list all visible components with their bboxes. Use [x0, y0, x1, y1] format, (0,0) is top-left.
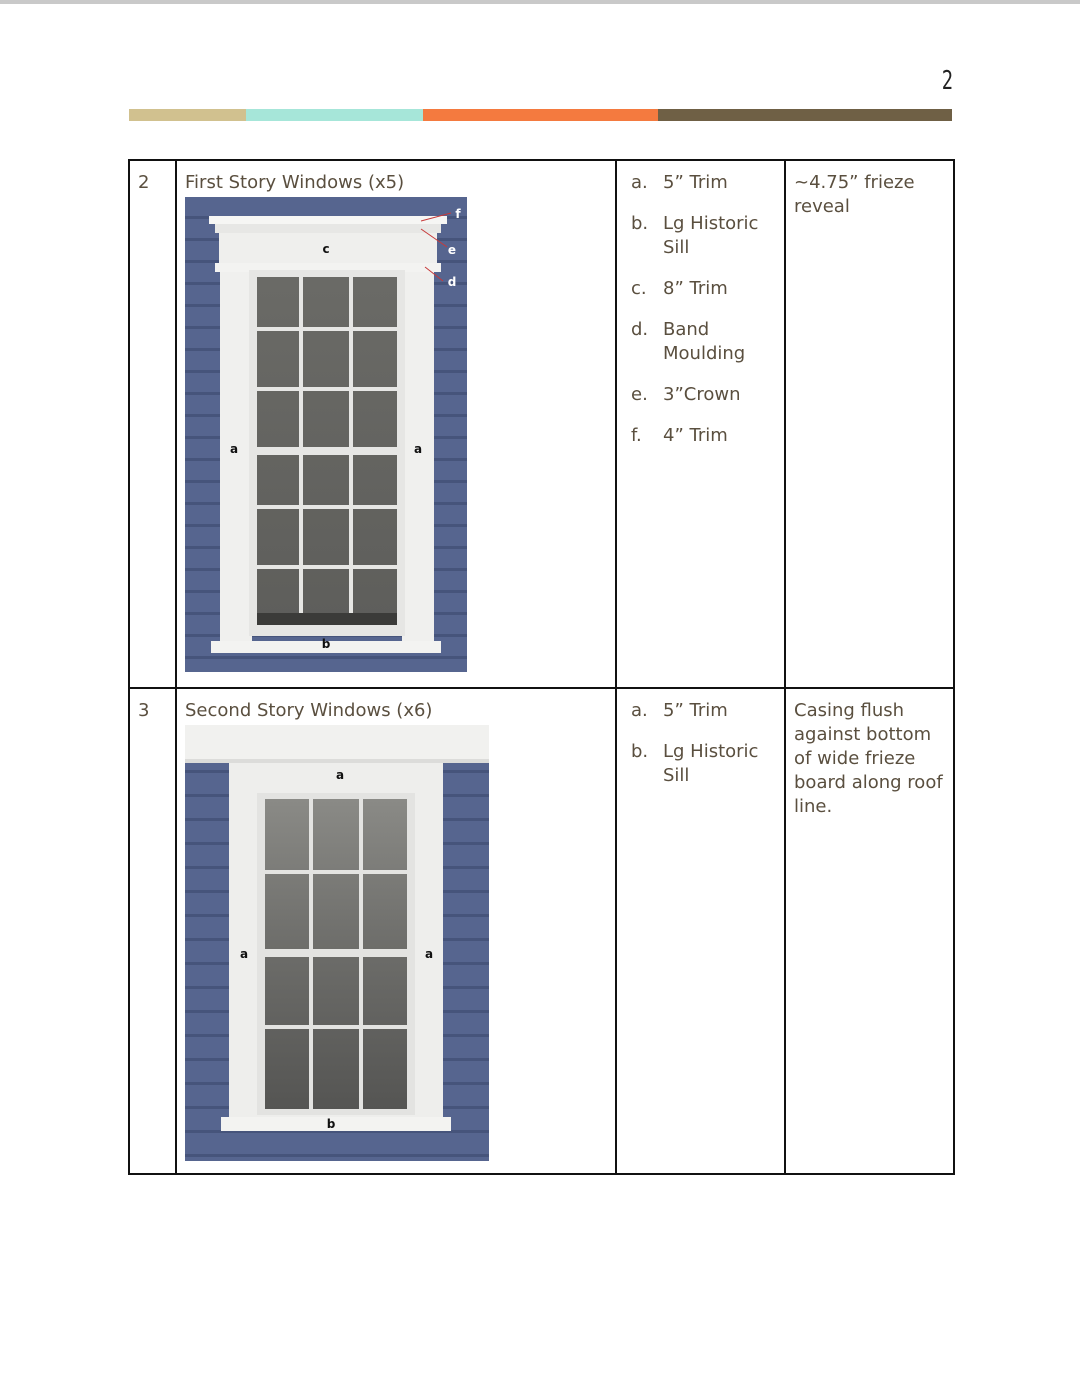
list-marker: a. — [631, 700, 648, 721]
list-text: Lg Historic Sill — [663, 213, 759, 258]
callout-label: e — [448, 243, 456, 257]
list-marker: a. — [631, 172, 648, 193]
first-story-window-image: f e c d a a b — [185, 197, 467, 672]
list-text: 5” Trim — [663, 700, 728, 721]
callout-label: f — [455, 207, 461, 221]
list-item: d. Band Moulding — [631, 318, 776, 366]
table-row: 2 First Story Windows (x5) — [128, 159, 955, 689]
callout-label: b — [327, 1117, 336, 1131]
color-bar-segment — [423, 109, 658, 121]
list-text: 5” Trim — [663, 172, 728, 193]
parts-list-cell: a. 5” Trim b. Lg Historic Sill c. 8” Trim d… — [615, 159, 786, 689]
row-title-cell: First Story Windows (x5) — [175, 159, 617, 689]
top-rule — [0, 0, 1080, 4]
second-story-window-image: a a a b — [185, 725, 489, 1161]
list-marker: b. — [631, 213, 649, 234]
callout-label: a — [425, 947, 433, 961]
list-item: a. 5” Trim — [631, 171, 776, 195]
table-row: 3 Second Story Windows (x6) — [128, 687, 955, 1175]
list-item: c. 8” Trim — [631, 277, 776, 301]
parts-list-cell: a. 5” Trim b. Lg Historic Sill — [615, 687, 786, 1175]
row-number: 2 — [128, 159, 177, 689]
note-cell: Casing flush against bottom of wide frie… — [784, 687, 955, 1175]
callout-label: d — [448, 275, 457, 289]
list-marker: d. — [631, 319, 649, 340]
list-text: Band Moulding — [663, 319, 746, 364]
color-bar-segment — [658, 109, 952, 121]
callout-label: a — [240, 947, 248, 961]
row-title: Second Story Windows (x6) — [185, 700, 433, 721]
list-item: e. 3”Crown — [631, 383, 776, 407]
note-cell: ~4.75” frieze reveal — [784, 159, 955, 689]
list-text: 4” Trim — [663, 425, 728, 446]
list-text: 3”Crown — [663, 384, 741, 405]
list-marker: e. — [631, 384, 648, 405]
list-marker: f. — [631, 425, 642, 446]
parts-list: a. 5” Trim b. Lg Historic Sill — [631, 699, 776, 788]
parts-list: a. 5” Trim b. Lg Historic Sill c. 8” Trim d… — [631, 171, 776, 448]
list-text: Lg Historic Sill — [663, 741, 759, 786]
list-marker: b. — [631, 741, 649, 762]
callout-label: b — [322, 637, 331, 651]
color-bar — [129, 109, 952, 121]
callout-label: c — [322, 242, 329, 256]
list-text: 8” Trim — [663, 278, 728, 299]
list-marker: c. — [631, 278, 647, 299]
callout-label: a — [414, 442, 422, 456]
list-item: b. Lg Historic Sill — [631, 740, 776, 788]
callout-label: a — [230, 442, 238, 456]
list-item: f. 4” Trim — [631, 424, 776, 448]
list-item: a. 5” Trim — [631, 699, 776, 723]
row-title: First Story Windows (x5) — [185, 172, 405, 193]
color-bar-segment — [246, 109, 423, 121]
window-spec-table: 2 First Story Windows (x5) — [128, 159, 955, 1175]
row-title-cell: Second Story Windows (x6) — [175, 687, 617, 1175]
color-bar-segment — [129, 109, 246, 121]
page-number: 2 — [941, 66, 953, 96]
row-number: 3 — [128, 687, 177, 1175]
callout-label: a — [336, 768, 344, 782]
list-item: b. Lg Historic Sill — [631, 212, 776, 260]
